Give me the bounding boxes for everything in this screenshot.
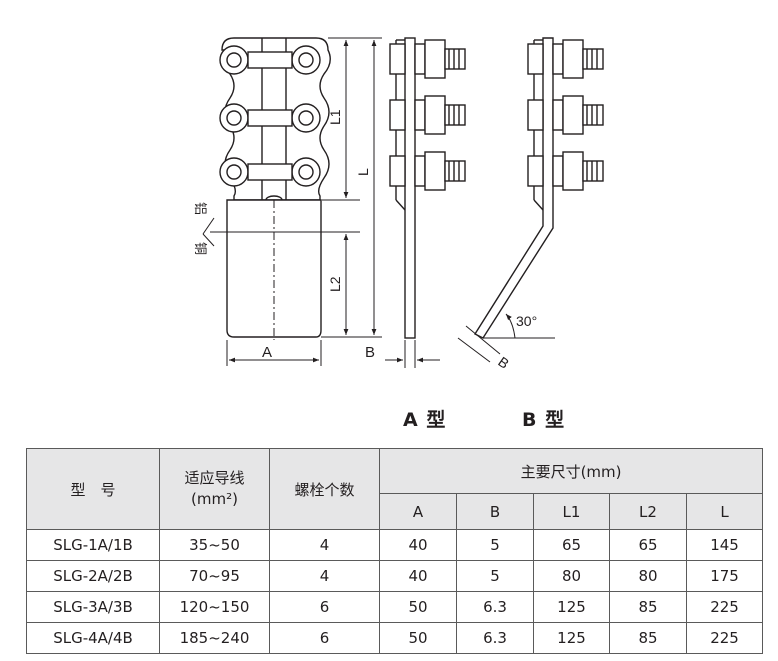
cell-model: SLG-2A/2B bbox=[26, 560, 160, 592]
bolt-pair-top bbox=[219, 45, 321, 75]
dim-label-b-b: B bbox=[495, 353, 512, 371]
header-dim-l2: L2 bbox=[609, 493, 687, 530]
cell-l2: 85 bbox=[609, 622, 687, 654]
header-dim-l1: L1 bbox=[533, 493, 610, 530]
type-label-b: B 型 bbox=[522, 409, 566, 431]
cell-l1: 125 bbox=[533, 622, 610, 654]
cell-wire: 35~50 bbox=[159, 529, 270, 561]
cell-a: 50 bbox=[379, 591, 457, 623]
bolt-pair-bottom bbox=[219, 157, 321, 187]
header-dim-b: B bbox=[456, 493, 534, 530]
header-dim-l: L bbox=[685, 493, 764, 530]
cell-l1: 80 bbox=[533, 560, 610, 592]
cell-b: 6.3 bbox=[456, 591, 534, 623]
cell-bolts: 6 bbox=[269, 591, 380, 623]
table-row: SLG-4A/4B 185~240 6 50 6.3 125 85 225 bbox=[26, 622, 764, 654]
cell-a: 50 bbox=[379, 622, 457, 654]
dimension-lines bbox=[226, 37, 382, 366]
cell-l2: 80 bbox=[609, 560, 687, 592]
cell-wire: 185~240 bbox=[159, 622, 270, 654]
dim-label-l1: L1 bbox=[327, 109, 343, 125]
cell-a: 40 bbox=[379, 529, 457, 561]
material-leaders bbox=[202, 217, 215, 247]
cell-bolts: 4 bbox=[269, 529, 380, 561]
type-label-a: A 型 bbox=[403, 409, 447, 431]
dim-label-a: A bbox=[262, 344, 272, 361]
cell-l: 175 bbox=[685, 560, 764, 592]
table-row: SLG-1A/1B 35~50 4 40 5 65 65 145 bbox=[26, 529, 764, 561]
cell-l2: 65 bbox=[609, 529, 687, 561]
dim-label-b-a: B bbox=[365, 344, 375, 361]
cell-l1: 65 bbox=[533, 529, 610, 561]
cell-wire: 70~95 bbox=[159, 560, 270, 592]
cell-l: 145 bbox=[685, 529, 764, 561]
cell-b: 6.3 bbox=[456, 622, 534, 654]
cell-l1: 125 bbox=[533, 591, 610, 623]
table-row: SLG-3A/3B 120~150 6 50 6.3 125 85 225 bbox=[26, 591, 764, 623]
side-view-a bbox=[385, 37, 466, 368]
cell-bolts: 6 bbox=[269, 622, 380, 654]
cell-l: 225 bbox=[685, 622, 764, 654]
cell-wire: 120~150 bbox=[159, 591, 270, 623]
dim-label-l2: L2 bbox=[327, 276, 343, 292]
cell-model: SLG-3A/3B bbox=[26, 591, 160, 623]
cell-l: 225 bbox=[685, 591, 764, 623]
cell-model: SLG-4A/4B bbox=[26, 622, 160, 654]
cell-b: 5 bbox=[456, 529, 534, 561]
header-wire-line1: 适应导线 bbox=[184, 469, 245, 487]
header-wire: 适应导线 (mm²) bbox=[159, 448, 270, 530]
table-row: SLG-2A/2B 70~95 4 40 5 80 80 175 bbox=[26, 560, 764, 592]
spec-table: 型 号 适应导线 (mm²) 螺栓个数 主要尺寸(mm) A B L1 L2 L… bbox=[26, 448, 764, 654]
material-label-copper: 铜 bbox=[193, 242, 208, 255]
cell-l2: 85 bbox=[609, 591, 687, 623]
front-view-clamp bbox=[210, 37, 350, 340]
header-model: 型 号 bbox=[26, 448, 160, 530]
header-wire-line2: (mm²) bbox=[191, 490, 238, 508]
cell-a: 40 bbox=[379, 560, 457, 592]
technical-drawing: L1 L L2 A B B 30° 铝 铜 bbox=[193, 37, 604, 372]
cell-b: 5 bbox=[456, 560, 534, 592]
cell-model: SLG-1A/1B bbox=[26, 529, 160, 561]
side-view-b bbox=[457, 37, 604, 363]
cell-bolts: 4 bbox=[269, 560, 380, 592]
header-bolts: 螺栓个数 bbox=[269, 448, 380, 530]
header-dims-group: 主要尺寸(mm) bbox=[378, 448, 764, 494]
header-dim-a: A bbox=[379, 493, 457, 530]
dim-label-l: L bbox=[355, 168, 371, 176]
material-label-aluminum: 铝 bbox=[193, 202, 208, 215]
bolt-pair-middle bbox=[219, 103, 321, 133]
dim-label-angle: 30° bbox=[516, 313, 537, 329]
